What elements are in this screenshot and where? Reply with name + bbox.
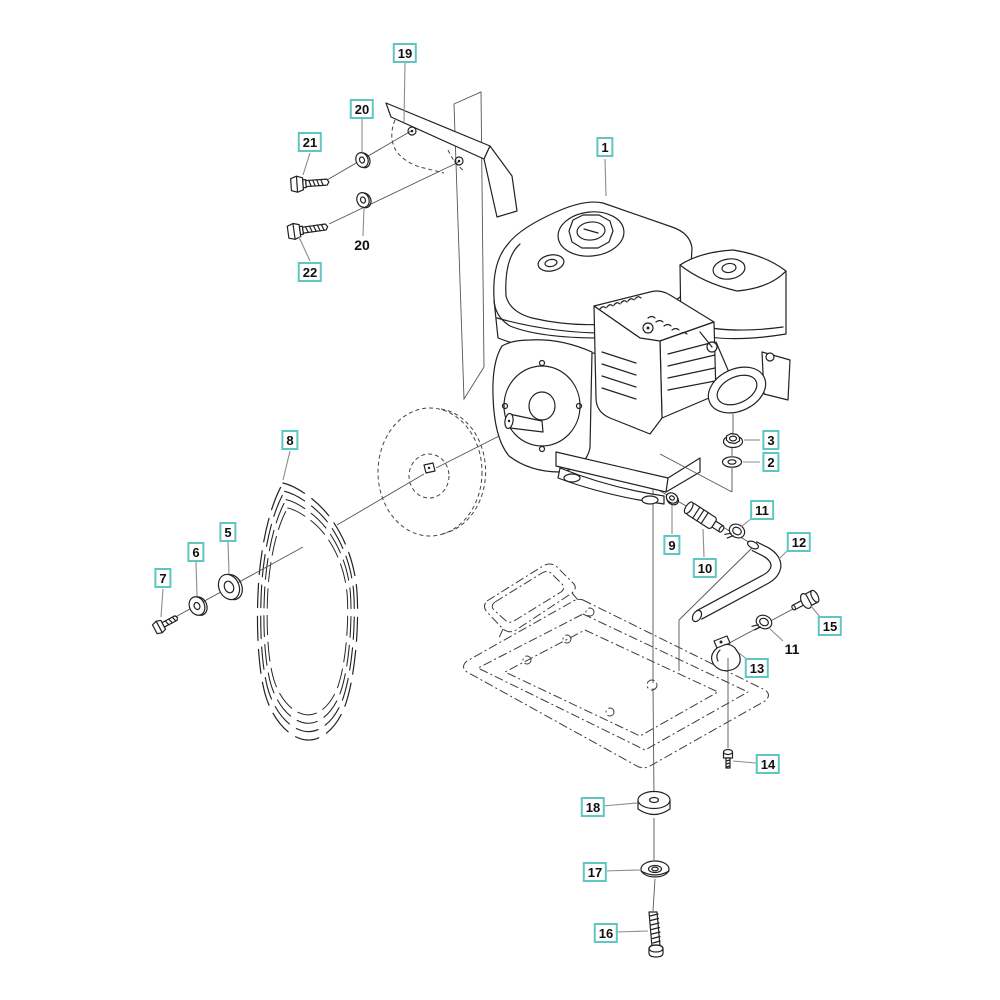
guard-back-panel — [453, 91, 485, 401]
guard-corner-lines — [678, 544, 756, 671]
callout-8: 8 — [281, 430, 299, 450]
washer-part-6 — [188, 596, 208, 616]
clip-part-13 — [711, 635, 741, 672]
hose-part-12 — [691, 540, 782, 623]
callout-22: 22 — [297, 262, 323, 282]
belt-part-8 — [256, 482, 359, 741]
callout-11a: 11 — [750, 500, 774, 520]
fuel-valve-part-10 — [683, 501, 725, 533]
callout-7: 7 — [154, 568, 172, 588]
callout-6: 6 — [187, 542, 205, 562]
callout-18: 18 — [580, 797, 606, 817]
bolt-part-22 — [286, 222, 329, 240]
fuel-cap — [557, 211, 625, 257]
bolt-part-21 — [290, 175, 330, 193]
shroud-louvers — [599, 296, 688, 335]
callout-2: 2 — [762, 452, 780, 472]
callout-21: 21 — [297, 132, 323, 152]
callout-19: 19 — [392, 43, 418, 63]
washer-part-20-lower — [356, 192, 372, 209]
center-axis-line — [652, 477, 656, 912]
callout-9: 9 — [663, 535, 681, 555]
bracket-part-19 — [385, 102, 518, 218]
clamp-part-11-lower — [751, 614, 773, 631]
callout-5: 5 — [219, 522, 237, 542]
washer-part-5 — [217, 573, 243, 601]
callout-20b: 20 — [354, 237, 370, 253]
callout-15: 15 — [817, 616, 843, 636]
engine-base — [555, 451, 701, 505]
callout-1: 1 — [596, 137, 614, 157]
callout-12: 12 — [786, 532, 812, 552]
bolt-part-7 — [151, 615, 178, 635]
bolt-part-15 — [791, 589, 820, 611]
washer-part-20-upper — [355, 152, 371, 169]
spacer-part-18 — [637, 790, 671, 816]
recoil-housing — [492, 339, 593, 473]
pulley-phantom — [377, 407, 487, 537]
callout-17: 17 — [582, 862, 608, 882]
cylinder-shroud — [593, 290, 717, 435]
callout-14: 14 — [755, 754, 781, 774]
callout-13: 13 — [744, 658, 770, 678]
muffler-assembly — [699, 331, 791, 414]
axis-lines-bracket — [326, 130, 460, 225]
clamp-part-11-upper — [724, 523, 746, 539]
callout-3: 3 — [762, 430, 780, 450]
callout-20a: 20 — [349, 99, 375, 119]
fitting-part-9 — [665, 492, 680, 506]
mount-stud-lines — [659, 414, 734, 493]
callout-16: 16 — [593, 923, 619, 943]
crank-axis-line — [336, 430, 510, 526]
base-plate-handle — [484, 563, 579, 641]
washer-part-17 — [640, 860, 670, 878]
tank-vent — [537, 254, 565, 272]
engine-part-1 — [492, 201, 791, 505]
crankshaft — [504, 412, 544, 433]
leader-lines — [160, 62, 821, 933]
washer-part-2 — [721, 456, 743, 468]
base-plate-phantom — [463, 563, 769, 769]
bolt-part-16 — [648, 911, 664, 958]
nut-part-3 — [722, 432, 744, 449]
callout-11b: 11 — [784, 641, 800, 657]
bolt-part-14 — [722, 748, 734, 769]
callout-10: 10 — [692, 558, 718, 578]
